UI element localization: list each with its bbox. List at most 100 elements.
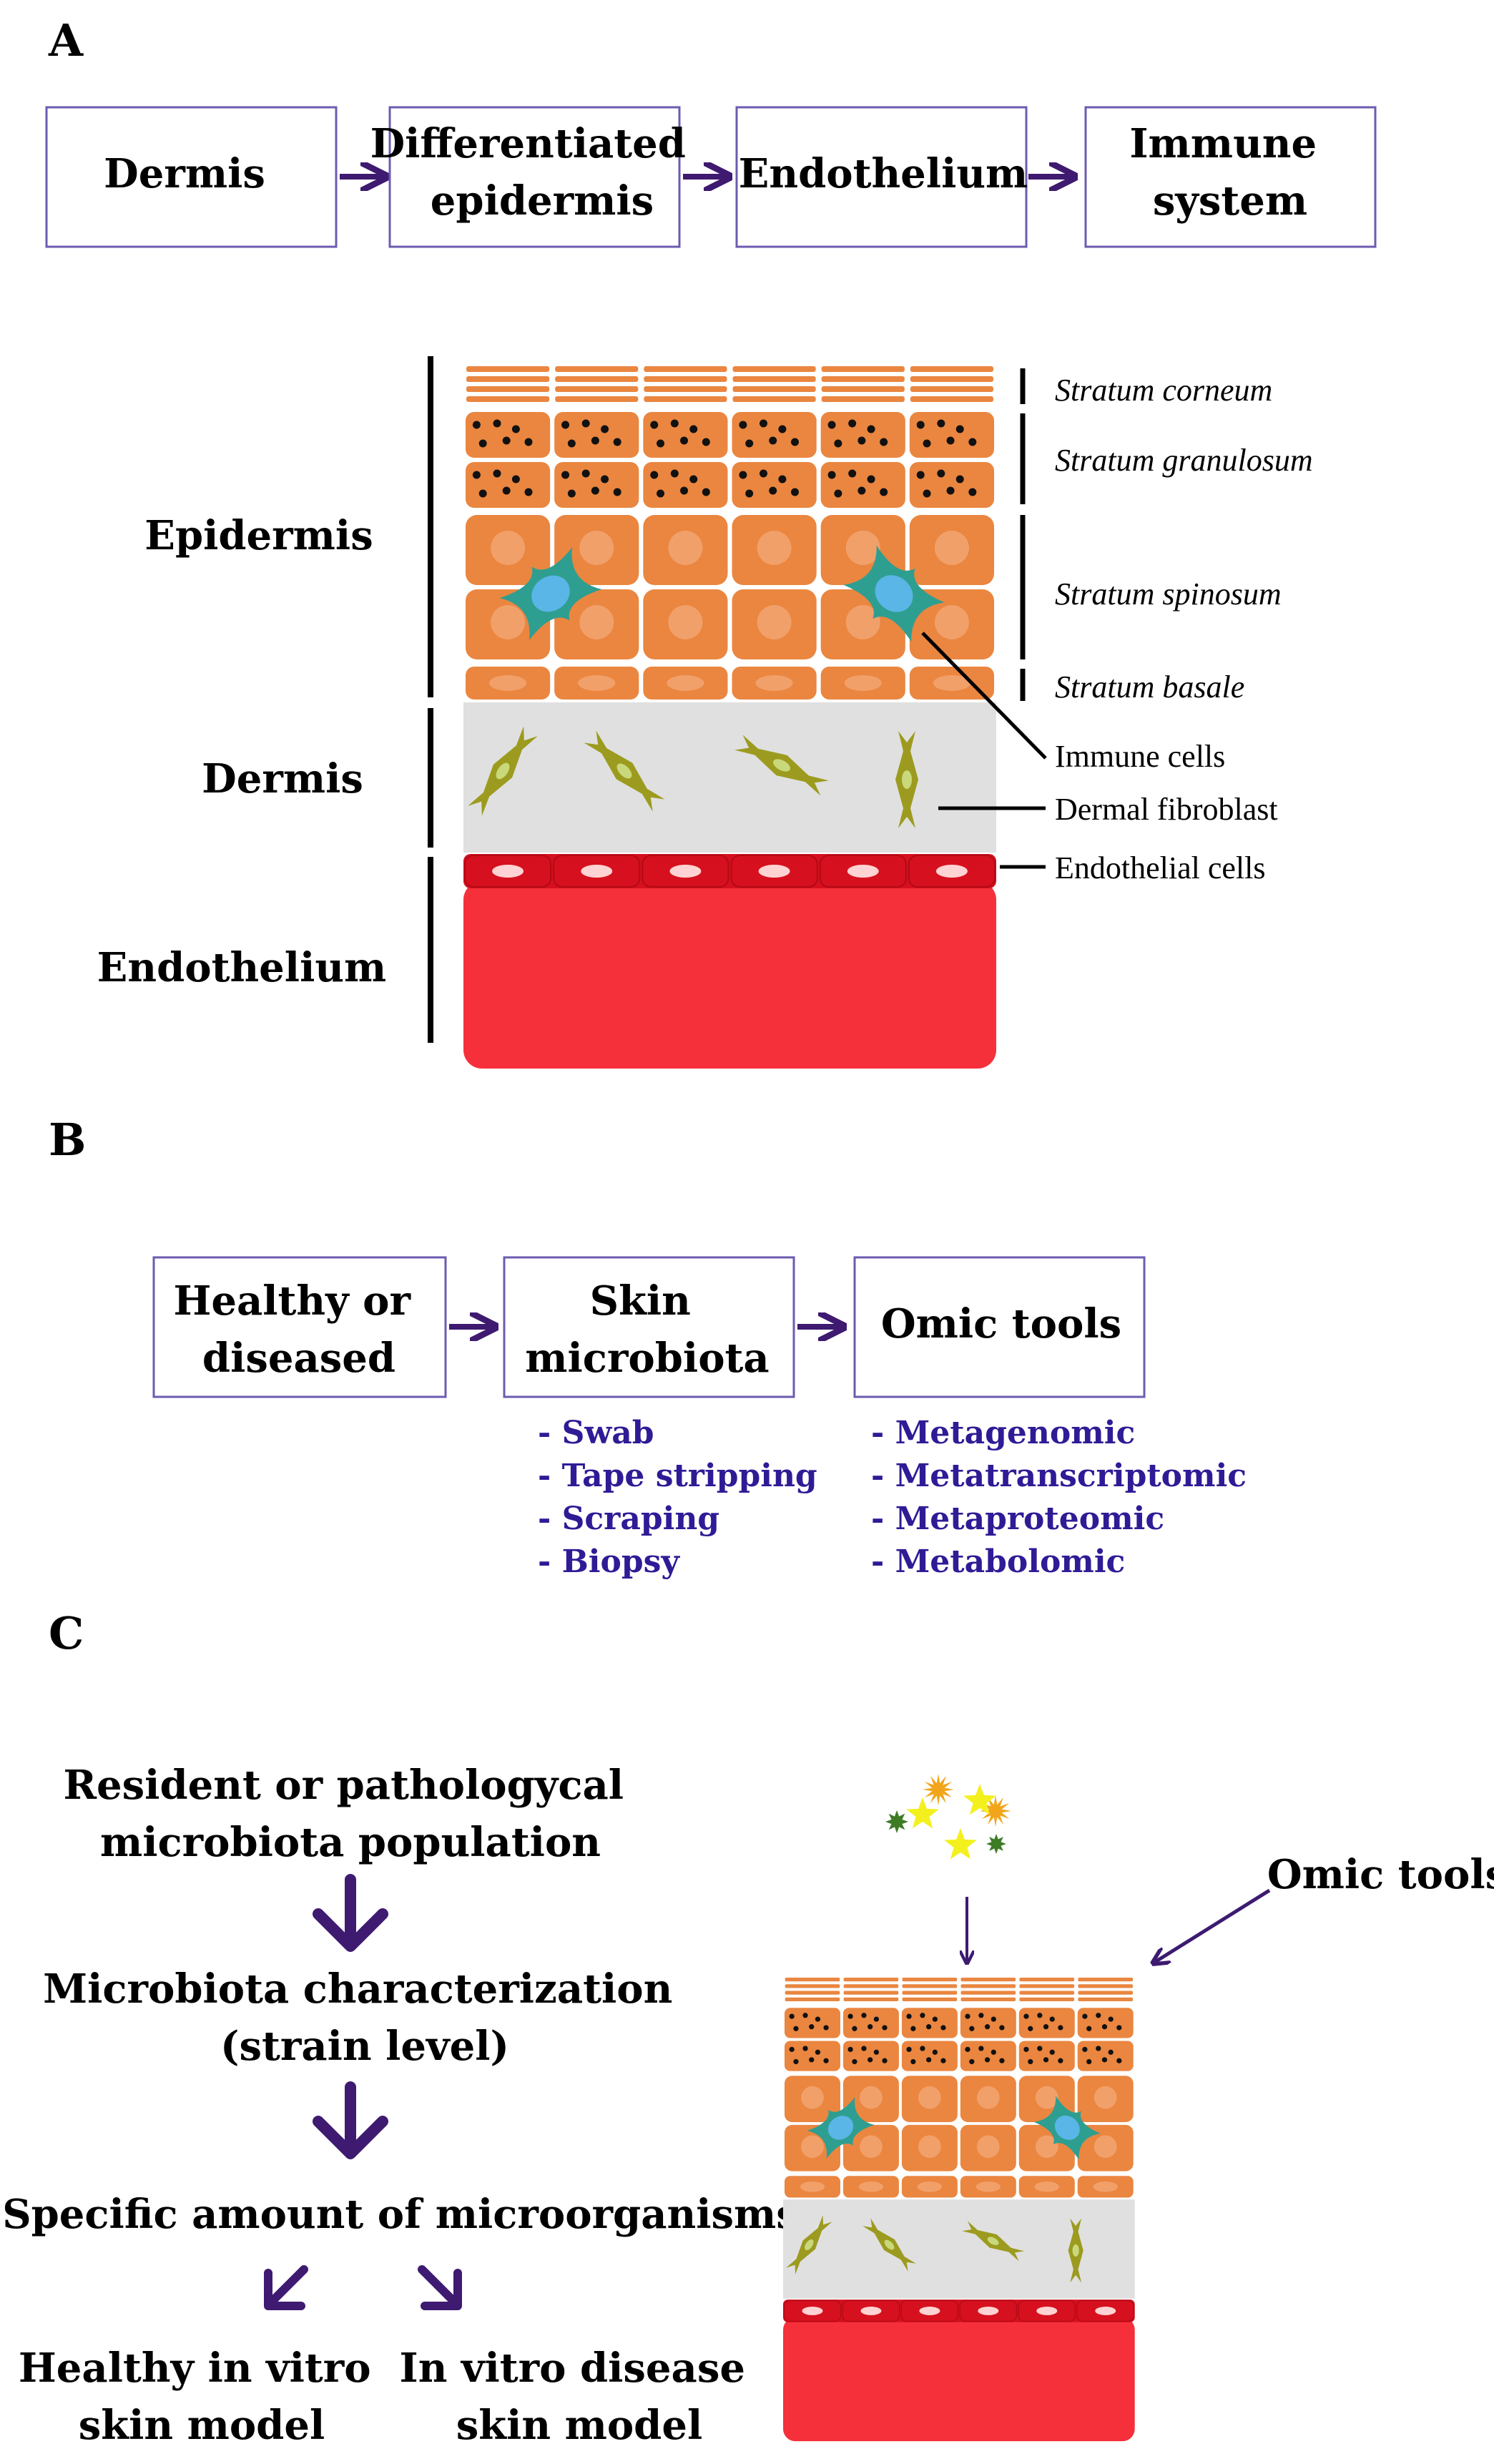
omic-tools-label: Omic tools xyxy=(1267,1851,1494,1898)
corneum-strip xyxy=(1019,1997,1075,2001)
corneum-strip xyxy=(1019,1978,1075,1982)
immune-cell xyxy=(499,546,602,641)
keratohyalin-granule xyxy=(852,2058,857,2065)
granulosum-cell xyxy=(909,462,994,508)
cell-nucleus xyxy=(918,2086,941,2109)
corneum-strip xyxy=(902,1991,958,1995)
keratohyalin-granule xyxy=(910,2058,916,2065)
cell-nucleus xyxy=(934,531,969,565)
corneum-strip xyxy=(843,1978,899,1982)
corneum-strip xyxy=(555,366,639,372)
immune-cell-nucleus xyxy=(531,575,570,612)
granulosum-cell xyxy=(466,412,551,458)
keratohyalin-granule xyxy=(969,2026,975,2031)
endothelial-nucleus xyxy=(847,865,879,878)
keratohyalin-granule xyxy=(965,2046,970,2052)
corneum-strip xyxy=(910,396,993,402)
flow-label-skin-microbiota: Skin microbiota xyxy=(525,1277,769,1382)
panel-label-b: B xyxy=(49,1114,86,1166)
keratohyalin-granule xyxy=(702,488,710,496)
yellow-microbe xyxy=(906,1797,939,1829)
corneum-strip xyxy=(1078,1997,1134,2001)
keratohyalin-granule xyxy=(848,419,857,428)
basal-nucleus xyxy=(755,675,793,691)
flow-box-skin-microbiota xyxy=(503,1256,795,1398)
keratohyalin-granule xyxy=(852,2026,857,2031)
endothelial-nucleus xyxy=(978,2307,999,2315)
corneum-strip xyxy=(960,1997,1016,2001)
keratohyalin-granule xyxy=(769,486,777,495)
keratohyalin-granule xyxy=(946,486,955,495)
basal-nucleus xyxy=(933,675,970,691)
keratohyalin-granule xyxy=(1043,2024,1049,2030)
panel-label-a: A xyxy=(48,14,84,67)
keratohyalin-granule xyxy=(502,436,511,445)
endothelium-layer xyxy=(783,2317,1135,2442)
fibroblast-nucleus xyxy=(616,763,632,779)
granulosum-cell xyxy=(909,412,994,458)
granulosum-cell xyxy=(901,2041,958,2071)
omic-method: - Metaproteomic xyxy=(871,1501,1164,1537)
keratohyalin-granule xyxy=(946,436,955,445)
keratohyalin-granule xyxy=(802,2013,808,2018)
cell-nucleus xyxy=(918,2135,941,2159)
microorganisms-cluster xyxy=(885,1774,1011,1860)
keratohyalin-granule xyxy=(802,2046,808,2051)
basal-nucleus xyxy=(578,675,616,691)
basal-nucleus xyxy=(1034,2181,1059,2192)
keratohyalin-granule xyxy=(984,2024,991,2030)
keratohyalin-granule xyxy=(815,2016,821,2022)
keratohyalin-granule xyxy=(591,436,599,445)
cell-nucleus xyxy=(845,531,880,565)
keratohyalin-granule xyxy=(861,2046,867,2051)
keratohyalin-granule xyxy=(524,488,533,496)
granulosum-cell xyxy=(1077,2008,1134,2038)
keratohyalin-granule xyxy=(923,439,931,448)
skin-diagram-a xyxy=(463,366,996,1069)
fibroblast xyxy=(1068,2218,1083,2283)
granulosum-cell xyxy=(784,2041,840,2071)
cell-nucleus xyxy=(976,2135,1000,2159)
granulosum-cell xyxy=(820,412,905,458)
keratohyalin-granule xyxy=(1108,2016,1114,2022)
corneum-strip xyxy=(732,366,816,372)
granulosum-cell xyxy=(732,412,817,458)
keratohyalin-granule xyxy=(861,2013,867,2018)
keratohyalin-granule xyxy=(823,2058,829,2063)
keratohyalin-granule xyxy=(1086,2026,1092,2031)
keratohyalin-granule xyxy=(882,2058,888,2063)
keratohyalin-granule xyxy=(493,419,501,428)
endothelial-nucleus xyxy=(669,865,702,878)
corneum-strip xyxy=(843,1997,899,2001)
keratohyalin-granule xyxy=(834,439,842,448)
keratohyalin-granule xyxy=(793,2058,799,2065)
keratohyalin-granule xyxy=(493,469,501,478)
label-stratum-corneum: Stratum corneum xyxy=(1055,373,1272,408)
endothelial-nucleus xyxy=(935,865,968,878)
keratohyalin-granule xyxy=(613,488,621,496)
label-stratum-granulosum: Stratum granulosum xyxy=(1055,443,1313,478)
keratohyalin-granule xyxy=(932,2049,938,2055)
keratohyalin-granule xyxy=(923,489,931,498)
corneum-strip xyxy=(644,386,727,392)
cell-nucleus xyxy=(934,605,969,639)
granulosum-cell xyxy=(1077,2041,1134,2071)
corneum-strip xyxy=(644,376,727,382)
flow-box-healthy-or-diseased xyxy=(152,1256,447,1398)
keratohyalin-granule xyxy=(739,421,747,429)
corneum-strip xyxy=(644,366,727,372)
endothelial-nucleus xyxy=(758,865,790,878)
step-resident-microbiota: Resident or pathologycal microbiota popu… xyxy=(63,1762,637,1866)
keratohyalin-granule xyxy=(940,2058,946,2063)
keratohyalin-granule xyxy=(680,436,689,445)
keratohyalin-granule xyxy=(916,421,925,429)
keratohyalin-granule xyxy=(847,2013,853,2019)
cell-nucleus xyxy=(579,531,614,565)
cell-nucleus xyxy=(801,2135,824,2159)
keratohyalin-granule xyxy=(868,2057,873,2063)
basal-nucleus xyxy=(1093,2181,1118,2192)
corneum-strip xyxy=(1078,1991,1134,1995)
flow-box-differentiated-epidermis xyxy=(388,106,681,248)
keratohyalin-granule xyxy=(809,2057,815,2063)
diag-arrow-left xyxy=(264,2265,308,2310)
